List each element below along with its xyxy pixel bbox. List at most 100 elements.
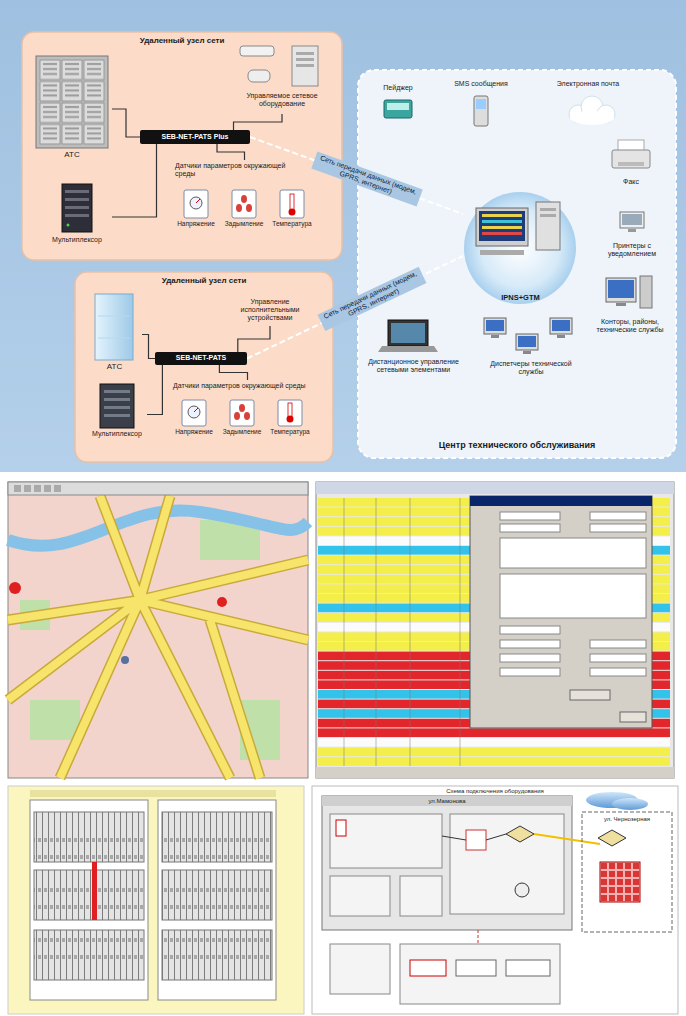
rack-screenshot (8, 786, 304, 1014)
managed-equipment-icon (296, 64, 314, 67)
server-workstation-icon (540, 214, 556, 217)
sensor-icon (188, 406, 200, 418)
phone-icon (474, 96, 488, 126)
pager-icon (387, 103, 409, 110)
office-computer-icon (608, 280, 634, 298)
sensor-label: Напряжение (175, 428, 213, 435)
map-screenshot (8, 482, 308, 778)
wire-connector (217, 144, 245, 160)
alarm-table-screenshot (500, 626, 560, 634)
alarm-table-screenshot (410, 498, 411, 766)
map-screenshot (8, 482, 308, 778)
office-computer-icon (606, 278, 636, 302)
device-label: Управление исполнительными устройствами (236, 298, 304, 322)
equipment-scheme-screenshot (322, 796, 572, 930)
managed-equipment-icon (240, 46, 318, 86)
equipment-scheme-screenshot (598, 830, 626, 846)
caption-box: ул.Мамонова (428, 798, 465, 805)
wire-connector (147, 365, 162, 415)
alarm-table-screenshot (590, 640, 646, 648)
dispatcher-station-icon (516, 334, 538, 350)
actuator-control: Управление исполнительными устройствами (235, 296, 305, 326)
alarm-table-screenshot (590, 668, 646, 676)
map-screenshot (121, 656, 129, 664)
sensor-device: Напряжение (172, 398, 216, 452)
laptop-icon (388, 320, 428, 346)
map-screenshot (30, 700, 80, 740)
alarm-table-screenshot (590, 654, 646, 662)
alarm-table-screenshot (470, 496, 652, 506)
sensor-icon (241, 195, 247, 203)
equipment-scheme-screenshot (478, 930, 479, 944)
sensor-icon (182, 400, 206, 426)
remote-node-panel: Удаленный узел сетиАТСSEB-NET-PATS PlusУ… (22, 32, 342, 260)
sensor-icon (236, 204, 242, 212)
screen-caption: ул. Чернозерная (604, 816, 650, 823)
multiplexer-icon (100, 384, 134, 428)
pager-icon (384, 100, 412, 118)
device-label: Мультиплексор (52, 236, 102, 244)
wire-connector (219, 365, 247, 380)
group-label: Датчики параметров окружающей среды (173, 382, 306, 390)
rack-screenshot (162, 870, 272, 920)
equipment-scheme-screenshot (515, 883, 529, 897)
map-screenshot (8, 482, 308, 495)
rack-screenshot (30, 790, 276, 797)
dispatcher-station-icon (491, 335, 499, 338)
office-computer-icon (640, 276, 652, 308)
map-screenshot (54, 485, 61, 492)
multiplexer-icon (62, 184, 92, 232)
sensor-icon (184, 190, 208, 218)
alarm-table-screenshot (500, 512, 560, 520)
sensor-icon (244, 412, 250, 420)
device-label: Диспетчеры технической службы (479, 360, 583, 376)
caption-box: ул. Чернозерная (604, 816, 650, 823)
pager-icon (384, 100, 412, 118)
network-link (250, 137, 463, 214)
device-label: АТС (107, 362, 122, 371)
sensor-icon (239, 404, 245, 412)
sensor-icon (196, 199, 200, 203)
sensor-icon (230, 400, 254, 426)
dispatcher-station-icon (552, 320, 570, 331)
rack-screenshot (34, 812, 144, 862)
equipment-scheme-screenshot (486, 834, 506, 840)
multiplexer-icon (104, 406, 130, 409)
map-screenshot (8, 496, 308, 778)
link-label-box: Сеть передачи данных (модем, GPRS, интер… (318, 267, 427, 331)
equipment-scheme-screenshot (336, 820, 346, 836)
sensor-icon (278, 400, 302, 426)
sensor-group: Датчики параметров окружающей средыНапря… (170, 380, 325, 456)
rack-screenshot (158, 800, 276, 1000)
equipment-scheme-screenshot (322, 796, 572, 806)
link-label: Сеть передачи данных (модем, GPRS, интер… (318, 267, 427, 331)
email-cloud-icon (570, 111, 614, 125)
office-computer: Конторы, районы, технические службы (590, 274, 670, 360)
dispatcher-station-icon (484, 318, 506, 334)
map-screenshot (34, 485, 41, 492)
sensor-group: Датчики параметров окружающей средыНапря… (172, 160, 317, 252)
wire-connector (234, 114, 283, 130)
pbx-device: АТС (32, 54, 112, 164)
email-service: Электронная почта (538, 80, 638, 132)
caption-box: Схема подключения оборудования (446, 788, 544, 795)
alarm-table-screenshot (460, 498, 461, 766)
equipment-scheme-screenshot (466, 830, 486, 850)
device-label: SEB-NET-PATS Plus (161, 133, 228, 141)
server-workstation-icon (464, 192, 576, 304)
device-label: SMS сообщения (454, 80, 508, 88)
pbx-icon (95, 294, 133, 360)
managed-equipment: Управляемое сетевое оборудование (232, 42, 332, 114)
equipment-scheme-screenshot (442, 836, 466, 840)
sensor-icon (288, 403, 292, 417)
sensor-device: Задымление (222, 188, 266, 244)
multiplexer-icon (67, 224, 70, 227)
top-background (0, 0, 686, 472)
remote-panel-shape (22, 32, 342, 260)
screen-caption: ул.Мамонова (428, 798, 465, 805)
device-label: Электронная почта (557, 80, 619, 88)
multiplexer-icon (104, 414, 130, 417)
phone-icon (476, 99, 486, 109)
sensor-label: Задымление (225, 220, 264, 227)
